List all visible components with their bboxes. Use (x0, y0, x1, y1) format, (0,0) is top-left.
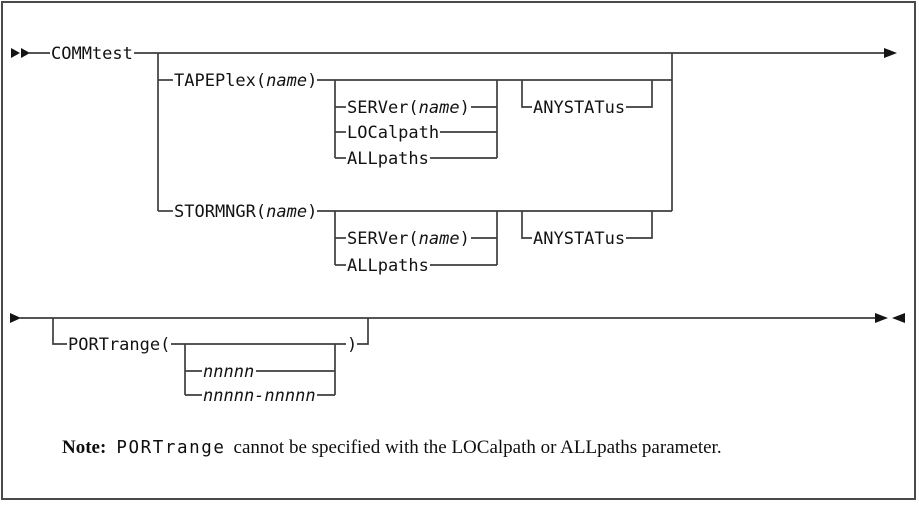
keyword-server2-pre: SERVer( (347, 229, 419, 249)
statement-start-arrow2-icon (21, 48, 30, 58)
keyword-localpath: LOCalpath (347, 123, 439, 143)
keyword-stormngr-post: ) (307, 202, 317, 222)
keyword-server-1: SERVer(name) (347, 98, 470, 118)
rail-anystatus2-pre (521, 211, 532, 239)
keyword-tapeplex-pre: TAPEPlex( (174, 71, 266, 91)
keyword-allpaths-2: ALLpaths (347, 256, 429, 276)
keyword-server2-arg: name (419, 229, 460, 249)
keyword-server1-arg: name (419, 98, 460, 118)
keyword-tapeplex-post: ) (307, 71, 317, 91)
note-keyword-portrange: PORTrange (116, 438, 226, 458)
keyword-commtest: COMMtest (51, 44, 133, 64)
keyword-stormngr-arg: name (266, 202, 307, 222)
keyword-tapeplex: TAPEPlex(name) (174, 71, 317, 91)
rail-portrange-post (357, 318, 369, 345)
keyword-portrange-close: ) (347, 335, 357, 355)
rail-anystatus2-post (626, 211, 653, 239)
statement-end-left-arrow-icon (892, 313, 905, 323)
keyword-server2-post: ) (460, 229, 470, 249)
keyword-portrange-open: PORTrange( (68, 335, 170, 355)
statement-continue-arrow-icon (884, 48, 897, 58)
note-label: Note: (62, 437, 107, 458)
keyword-allpaths-1: ALLpaths (347, 149, 429, 169)
keyword-stormngr: STORMNGR(name) (174, 202, 317, 222)
rail-anystatus1-pre (521, 80, 532, 108)
keyword-stormngr-pre: STORMNGR( (174, 202, 266, 222)
keyword-server1-pre: SERVer( (347, 98, 419, 118)
keyword-anystatus-1: ANYSTATus (533, 98, 625, 118)
statement-end-right-arrow-icon (875, 313, 888, 323)
row2-start-arrow-icon (10, 313, 21, 323)
value-port-range: nnnnn-nnnnn (203, 386, 316, 406)
note: Note: PORTrange cannot be specified with t… (62, 437, 882, 459)
statement-start-arrow-icon (11, 48, 20, 58)
keyword-tapeplex-arg: name (266, 71, 307, 91)
rail-portrange-pre (52, 318, 67, 345)
keyword-server1-post: ) (460, 98, 470, 118)
keyword-anystatus-2: ANYSTATus (533, 229, 625, 249)
keyword-server-2: SERVer(name) (347, 229, 470, 249)
rail-anystatus1-post (626, 80, 653, 108)
value-port-single: nnnnn (203, 362, 254, 382)
note-text: cannot be specified with the LOCalpath o… (233, 437, 722, 458)
